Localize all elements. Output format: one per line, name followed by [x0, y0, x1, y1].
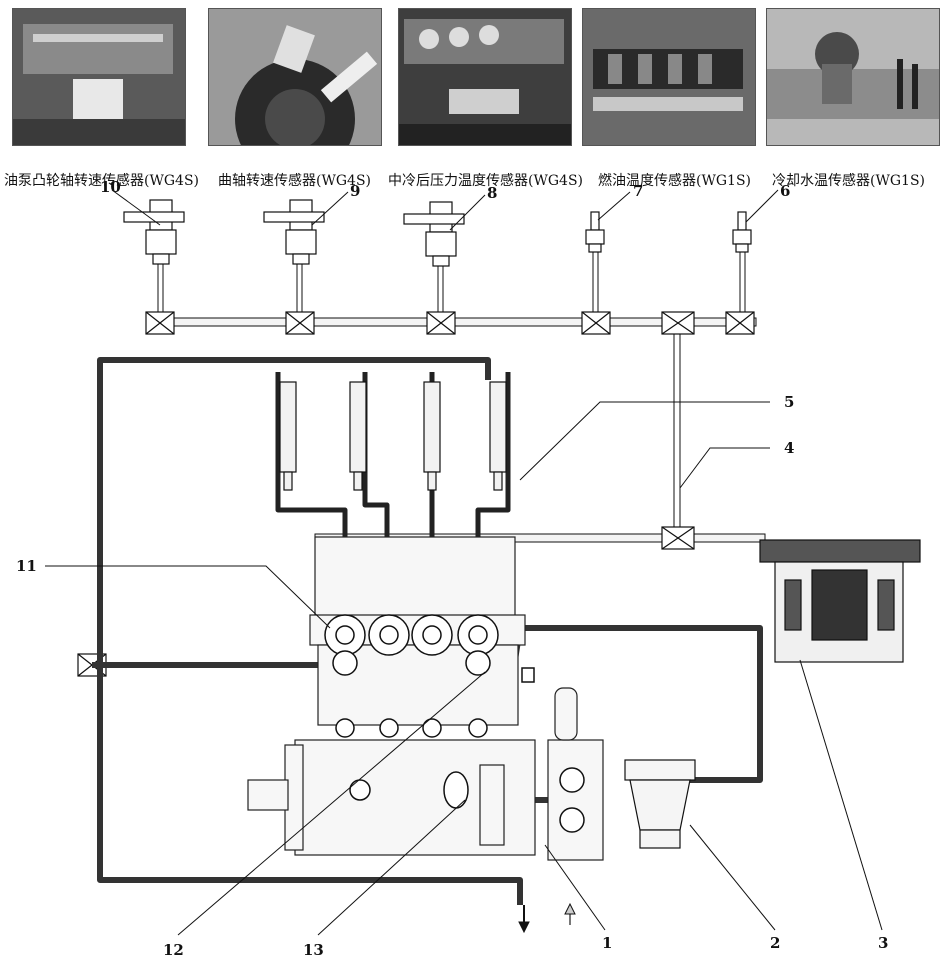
label-11: 11: [16, 557, 37, 575]
label-12: 12: [163, 941, 184, 959]
label-1: 1: [602, 934, 612, 952]
flow-arrows: [519, 904, 575, 932]
label-13: 13: [303, 941, 324, 959]
sensor-harness: [146, 250, 765, 542]
label-6: 6: [780, 182, 790, 200]
label-2: 2: [770, 934, 780, 952]
label-7: 7: [633, 182, 643, 200]
label-8: 8: [487, 184, 497, 202]
ecu: [760, 540, 920, 662]
speed-sensors: [124, 200, 464, 266]
temp-sensors: [586, 212, 751, 252]
injectors: [280, 382, 506, 490]
label-4: 4: [784, 439, 794, 457]
label-3: 3: [878, 934, 888, 952]
label-10: 10: [100, 178, 121, 196]
fuel-filter: [625, 760, 695, 848]
label-9: 9: [350, 182, 360, 200]
label-5: 5: [784, 393, 794, 411]
fuel-injection-pump: [248, 537, 603, 860]
